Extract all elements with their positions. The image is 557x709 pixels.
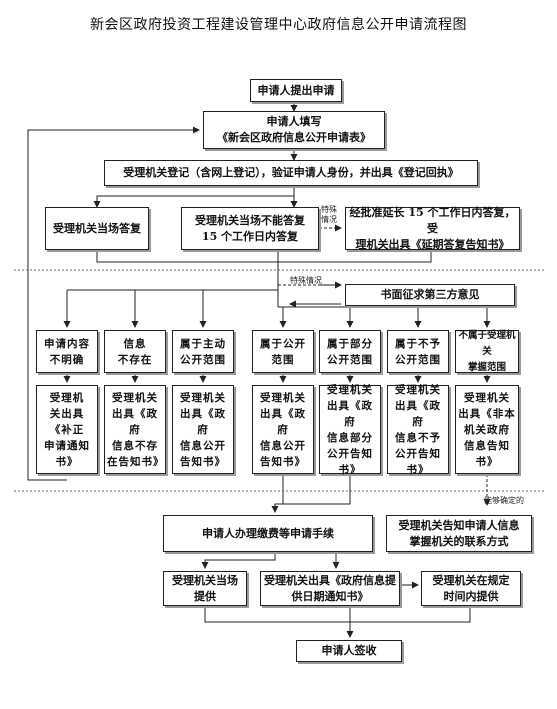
connector-loop-back: [27, 126, 200, 481]
step-apply: 申请人提出申请: [250, 79, 342, 102]
step-reply-on-spot: 受理机关当场答复: [45, 207, 149, 250]
note-special-case-1: 特殊 情况: [321, 205, 337, 224]
step-date-notice: 受理机关出具《政府信息提 供日期通知书》: [260, 571, 400, 606]
result-not-disclosed-notice: 受理机关 出具《政府 信息不予 公开告知 书》: [387, 384, 449, 476]
category-unclear-content: 申请内容 不明确: [36, 330, 98, 373]
connector-merge-row: [96, 250, 432, 263]
category-not-disclosed: 属于不予 公开范围: [387, 330, 449, 373]
category-not-held: 不属于受理机关 掌握范围: [455, 330, 519, 373]
step-extension: 经批准延长 15 个工作日内答复，受 理机关出具《延期答复告知书》: [345, 206, 520, 251]
step-third-party: 书面征求第三方意见: [345, 284, 515, 306]
step-inform-other-agency: 受理机关告知申请人信息 掌握机关的联系方式: [386, 515, 532, 552]
note-can-determine: 能够确定的: [484, 496, 524, 505]
step-fee-procedure: 申请人办理缴费等申请手续: [163, 515, 373, 552]
step-provide-on-spot: 受理机关当场 提供: [163, 571, 247, 606]
connector-partial-to-fee: [275, 474, 351, 505]
connector-open-to-fee: [271, 474, 284, 513]
category-not-exist: 信息 不存在: [104, 330, 166, 373]
result-not-exist-notice: 受理机关 出具《政府 信息不存 在告知书》: [104, 385, 166, 474]
connector-fee-split: [201, 552, 276, 569]
connector-time-to-sign: [350, 606, 471, 623]
result-partial-notice: 受理机关 出具《政府 信息部分 公开告知 书》: [319, 384, 381, 476]
step-sign: 申请人签收: [296, 640, 402, 662]
note-special-case-2: 特殊情况: [290, 276, 322, 285]
result-correction-notice: 受理机 关出具《补正 申请通知 书》: [36, 385, 98, 474]
step-register: 受理机关登记（含网上登记），验证申请人身份，并出具《登记回执》: [104, 160, 478, 186]
connector-provide-to-sign: [204, 606, 350, 623]
category-active-disclosure: 属于主动 公开范围: [172, 330, 234, 373]
result-active-disclosure-notice: 受理机关 出具《政府 信息公开 告知书》: [172, 385, 234, 474]
category-partial: 属于部分 公开范围: [319, 330, 381, 373]
result-public-notice: 受理机关 出具《政府 信息公开 告知书》: [252, 385, 314, 474]
step-fill-form: 申请人填写 《新会区政府信息公开申请表》: [203, 111, 385, 149]
step-reply-15-days: 受理机关当场不能答复 15 个工作日内答复: [181, 207, 319, 250]
category-public: 属于公开 范围: [252, 330, 314, 373]
page-title: 新会区政府投资工程建设管理中心政府信息公开申请流程图: [90, 17, 467, 33]
result-not-held-notice: 受理机关 出具《非本 机关政府 信息告知 书》: [455, 385, 519, 474]
step-provide-in-time: 受理机关在规定 时间内提供: [421, 571, 521, 606]
connector-register-split: [93, 186, 295, 208]
